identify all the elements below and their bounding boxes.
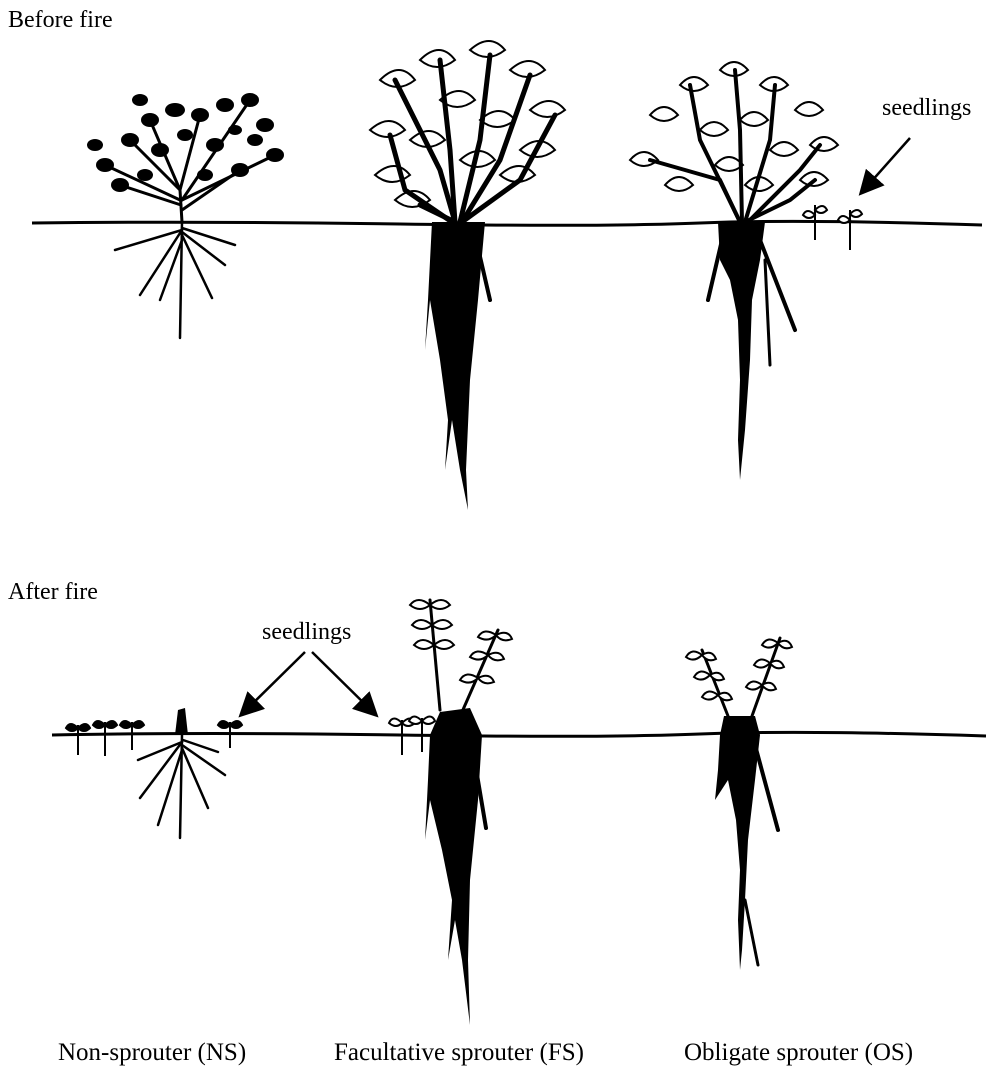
os-after-shoots [686,638,792,716]
ns-before-canopy [87,93,284,192]
seedlings-arrow-before [862,138,910,192]
obligate-sprouter-before [630,62,838,480]
os-after-root [715,716,760,970]
seedlings-arrow-after-left [242,652,305,714]
obligate-sprouter-after [686,638,792,970]
os-before-seedlings [803,205,862,250]
facultative-sprouter-after [410,600,512,1025]
facultative-sprouter-before [370,41,565,510]
ns-before-branches [105,100,275,222]
fs-before-root [425,222,485,510]
seedlings-arrow-after-right [312,652,375,714]
non-sprouter-before [87,93,284,338]
ground-line-after [52,732,986,736]
ns-after-roots [138,735,225,838]
ns-before-roots [115,222,235,338]
os-before-root [718,222,765,480]
ns-after-stump [175,708,188,735]
non-sprouter-after [138,708,225,838]
fs-after-shoots [410,600,512,712]
